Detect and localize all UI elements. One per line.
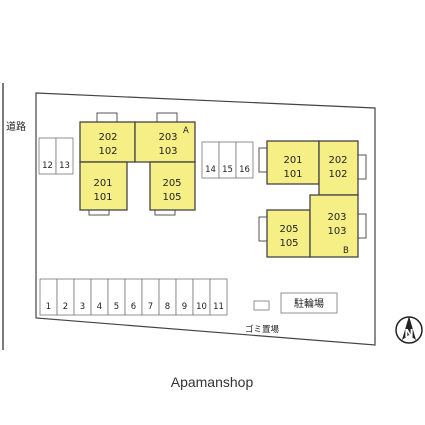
parking-space-number: 11 <box>213 302 224 312</box>
parking-space-number: 8 <box>165 302 170 312</box>
unit-number-lower: 105 <box>279 238 298 249</box>
unit-number-lower: 102 <box>328 169 347 180</box>
watermark-text: Apamanshop <box>171 374 254 390</box>
unit-number-lower: 101 <box>93 192 112 203</box>
balcony-tab <box>96 112 118 123</box>
unit-number-upper: 205 <box>279 224 298 235</box>
unit-number-lower: 105 <box>162 192 181 203</box>
bike-parking-label: 駐輪場 <box>294 297 324 310</box>
parking-space-number: 3 <box>80 302 85 312</box>
parking-space-number: 4 <box>97 302 102 312</box>
parking-space-number: 6 <box>131 302 136 312</box>
unit-block <box>309 194 359 258</box>
parking-space-number: 12 <box>42 161 53 171</box>
unit-number-upper: 201 <box>93 178 112 189</box>
building-a: 202 102 203 103 201 101 205 105 A <box>79 112 196 216</box>
unit-number-lower: 103 <box>327 226 346 237</box>
parking-space <box>235 141 254 179</box>
balcony-tab <box>357 213 367 239</box>
unit-number-lower: 103 <box>158 146 177 157</box>
parking-space-number: 10 <box>196 302 207 312</box>
road-label: 道路 <box>6 120 26 133</box>
building-b: 201 101 202 102 205 105 203 103 B <box>258 140 367 258</box>
parking-space-number: 13 <box>59 161 70 171</box>
north-arrow-icon: N <box>395 316 423 344</box>
parking-space-number: 1 <box>46 302 51 312</box>
parking-middle-group: 14 15 16 <box>201 141 254 179</box>
parking-space-number: 2 <box>63 302 68 312</box>
unit-number-upper: 203 <box>327 212 346 223</box>
parking-space-number: 14 <box>205 165 216 175</box>
parking-left-group: 12 13 <box>38 137 74 175</box>
unit-block <box>318 140 359 196</box>
parking-space <box>55 137 74 175</box>
unit-block <box>149 161 196 211</box>
parking-space-number: 16 <box>239 165 250 175</box>
garbage-area-label: ゴミ置場 <box>245 324 280 335</box>
property-boundary <box>35 92 376 346</box>
unit-block <box>79 161 128 211</box>
unit-number-upper: 202 <box>98 132 117 143</box>
unit-number-upper: 205 <box>162 178 181 189</box>
unit-number-upper: 201 <box>283 155 302 166</box>
unit-number-upper: 203 <box>158 132 177 143</box>
parking-space-number: 5 <box>114 302 119 312</box>
building-a-label: A <box>183 126 189 136</box>
building-b-label: B <box>343 246 349 256</box>
balcony-tab <box>156 112 178 123</box>
parking-space-number: 9 <box>182 302 187 312</box>
bike-parking-area <box>280 292 338 314</box>
parking-space-number: 15 <box>222 165 233 175</box>
balcony-tab <box>258 216 268 242</box>
unit-block <box>79 121 136 163</box>
parking-bottom-group: 1 2 3 4 5 6 7 8 9 10 11 <box>39 278 228 316</box>
garbage-area-marker <box>253 300 270 311</box>
unit-number-lower: 101 <box>283 169 302 180</box>
unit-number-upper: 202 <box>328 155 347 166</box>
parking-space <box>209 278 228 316</box>
balcony-tab <box>357 154 367 180</box>
balcony-tab <box>258 147 268 173</box>
unit-number-lower: 102 <box>98 146 117 157</box>
north-symbol: N <box>404 327 413 340</box>
parking-space-number: 7 <box>148 302 153 312</box>
